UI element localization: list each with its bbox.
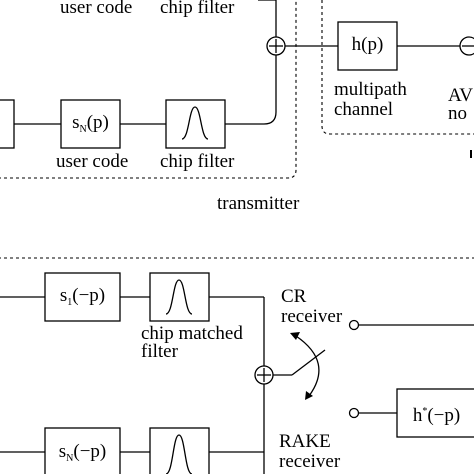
rx-coden-base: s [58, 441, 67, 462]
matched-pulse-icon-1 [165, 279, 193, 315]
rx-code-block-1-label: s1(−p) [45, 286, 120, 313]
code-arg: (p) [86, 112, 109, 133]
channel-boundary [321, 0, 474, 135]
switch-arm [291, 349, 326, 376]
rx-coden-arg: (−p) [73, 441, 107, 462]
matched-filter-label-2: filter [141, 341, 178, 362]
channel-caption-2: channel [334, 99, 394, 120]
user-code-label: user code [56, 151, 129, 172]
channel-block-label: h(p) [351, 34, 384, 55]
switch-arrow-head-bottom [305, 391, 313, 400]
matched-filter-label-1: chip matched [141, 323, 243, 344]
rake-label-2: receiver [279, 451, 341, 472]
switch-arc-arrow [295, 335, 320, 397]
rx-code1-arg: (−p) [72, 285, 106, 306]
channel-caption-1: multipath [334, 79, 407, 100]
rx-code1-base: s [59, 285, 68, 306]
rake-contact [348, 407, 360, 419]
transmitter-label: transmitter [217, 193, 300, 214]
top-user-code-label: user code [60, 0, 133, 18]
chip-pulse-icon [181, 106, 209, 140]
code-sub: N [79, 124, 87, 135]
rx-code1-sub: 1 [67, 297, 73, 308]
cr-label-1: CR [281, 286, 307, 307]
rx-code-block-n-label: sN(−p) [45, 442, 120, 469]
wire-riser-to-summer [263, 55, 277, 125]
rx-code-block-n [44, 427, 121, 474]
noise-label-1: AV [448, 85, 473, 106]
truncated-source-block [0, 99, 15, 149]
cr-label-2: receiver [281, 306, 343, 327]
code-base: s [72, 112, 80, 133]
noise-sum-junction [459, 36, 474, 56]
matched-pulse-icon-n [165, 434, 193, 474]
top-chip-filter-label: chip filter [160, 0, 235, 18]
noise-label-2: no [448, 103, 467, 124]
chip-filter-label: chip filter [160, 151, 235, 172]
h-conj-block-label: h*(−p) [397, 402, 474, 426]
matched-filter-block-n [149, 427, 210, 474]
h-conj-block [396, 388, 474, 438]
user-code-block-label: sN(p) [61, 113, 120, 140]
rake-label-1: RAKE [279, 431, 331, 452]
transmitter-boundary [0, 0, 297, 179]
cr-contact [348, 319, 360, 331]
h-arg: (−p) [427, 405, 461, 426]
switch-arrow-head-top [290, 332, 300, 340]
rx-coden-sub: N [66, 453, 74, 464]
h-sup: * [422, 406, 428, 417]
h-base: h [412, 405, 423, 426]
